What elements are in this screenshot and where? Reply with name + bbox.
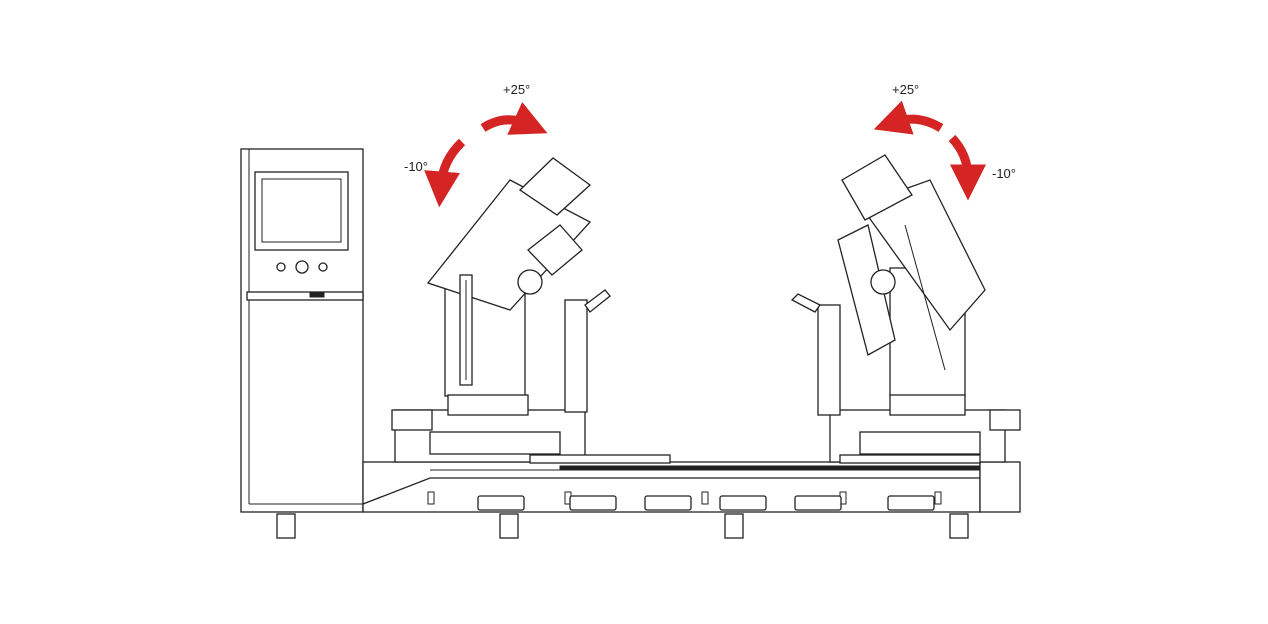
control-cabinet	[240, 148, 364, 513]
arrow-positive-tilt-icon	[873, 100, 944, 135]
arrow-negative-tilt-icon	[424, 138, 466, 208]
control-button	[276, 262, 286, 272]
right-positive-angle-label: +25°	[892, 82, 919, 97]
arrow-negative-tilt-icon	[948, 134, 986, 201]
machine-feet	[276, 513, 969, 539]
right-tilt-arrows	[873, 100, 986, 201]
control-knob	[295, 260, 309, 274]
arrow-positive-tilt-icon	[480, 102, 548, 135]
left-saw-head	[391, 157, 671, 464]
left-tilt-arrows	[424, 102, 548, 208]
machine-base	[276, 461, 1021, 539]
right-saw-head	[790, 154, 1021, 464]
control-button	[318, 262, 328, 272]
touch-screen	[254, 171, 349, 251]
right-negative-angle-label: -10°	[992, 166, 1016, 181]
left-positive-angle-label: +25°	[503, 82, 530, 97]
left-negative-angle-label: -10°	[404, 159, 428, 174]
